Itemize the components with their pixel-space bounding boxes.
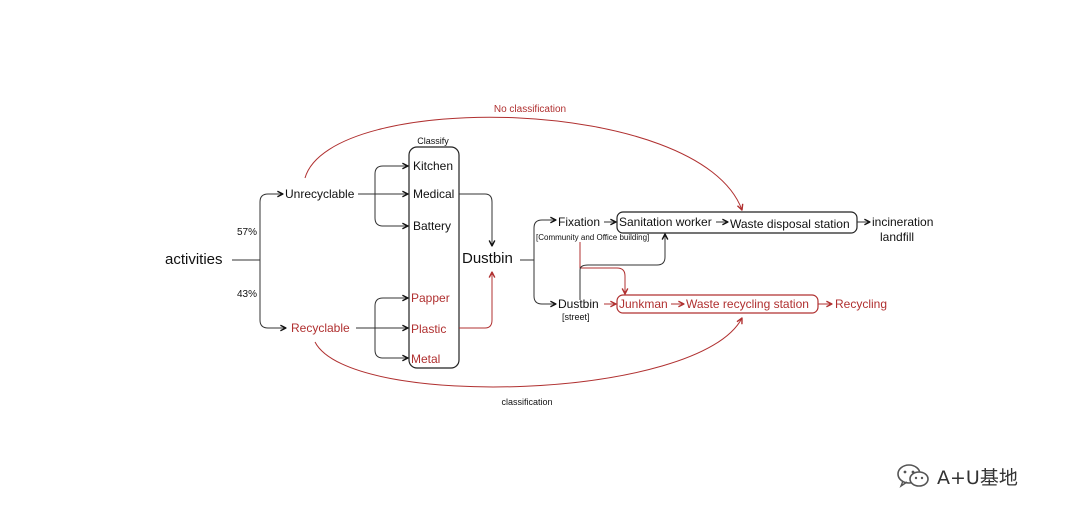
to-metal-arrow [374,328,408,358]
classification-label: classification [501,397,552,407]
street-to-sanitation-arrow [579,234,665,300]
incineration-label: incineration [872,215,933,229]
classification-arc [314,318,742,388]
no-classification-label: No classification [494,104,566,115]
dustbin-street-label: Dustbin [558,297,599,311]
classify-label: Classify [417,136,449,146]
papper-label: Papper [411,291,450,305]
medical-label: Medical [413,187,454,201]
waste-recycling-station-label: Waste recycling station [686,297,809,311]
plastic-label: Plastic [411,322,446,336]
dustbin-main-label: Dustbin [462,250,513,267]
watermark: A+U基地 [895,460,1018,492]
junkman-label: Junkman [619,297,668,311]
street-label: [street] [562,312,590,322]
to-fixation-arrow [533,220,556,260]
classify-box [408,146,460,369]
battery-label: Battery [413,219,451,233]
pct-57-label: 57% [237,227,257,238]
metal-label: Metal [411,352,440,366]
activities-label: activities [165,251,223,268]
recyclable-label: Recyclable [291,321,350,335]
unrecyclable-label: Unrecyclable [285,187,355,201]
fixation-label: Fixation [558,215,600,229]
sanitation-worker-label: Sanitation worker [619,215,712,229]
pct-43-label: 43% [237,289,257,300]
wechat-icon [897,464,929,488]
recyclable-to-dustbin-arrow [459,272,492,329]
watermark-text: A+U基地 [937,466,1018,489]
to-kitchen-arrow [374,166,408,194]
waste-disposal-station-label: Waste disposal station [730,217,850,231]
recycling-label: Recycling [835,297,887,311]
landfill-label: landfill [880,230,914,244]
to-battery-arrow [374,194,408,226]
community-office-label: [Community and Office building] [536,233,649,242]
to-unrecyclable-arrow [259,194,283,260]
to-papper-arrow [374,298,408,328]
fixation-to-junkman-arrow [579,242,625,294]
to-street-dustbin-arrow [533,260,556,304]
to-recyclable-arrow [259,260,286,328]
no-classification-arc [304,116,742,210]
unrecyclable-to-dustbin-arrow [459,193,492,246]
kitchen-label: Kitchen [413,159,453,173]
